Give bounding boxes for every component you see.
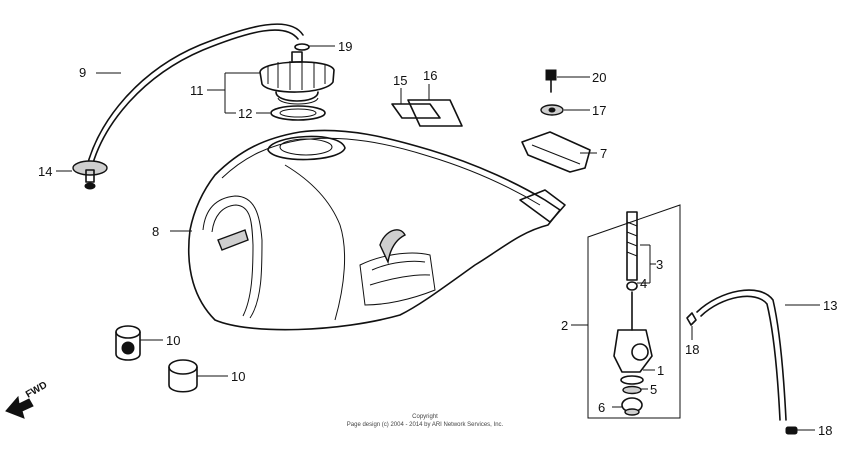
- tank-emblem-pieces: [391, 99, 463, 127]
- callout-17: 17: [592, 103, 606, 118]
- mounting-hardware: [521, 69, 591, 173]
- callout-10-upper: 10: [166, 333, 180, 348]
- tube-clip-part: [294, 43, 310, 51]
- fuel-tube-part: [696, 289, 787, 421]
- callout-9: 9: [79, 65, 86, 80]
- callout-7: 7: [600, 146, 607, 161]
- copyright-line-1: Copyright: [412, 414, 438, 420]
- fwd-label: FWD: [24, 380, 49, 401]
- copyright-line-2: Page design (c) 2004 - 2014 by ARI Netwo…: [347, 422, 504, 428]
- callout-1: 1: [657, 363, 664, 378]
- callout-19: 19: [338, 39, 352, 54]
- callout-10-lower: 10: [231, 369, 245, 384]
- tube-joint-part: [72, 160, 108, 190]
- callout-11: 11: [190, 83, 204, 98]
- forward-direction-indicator: FWD: [5, 380, 49, 419]
- callout-16: 16: [423, 68, 437, 83]
- callout-8: 8: [152, 224, 159, 239]
- fuel-valve-assembly: [587, 204, 681, 419]
- callout-12: 12: [238, 106, 252, 121]
- rubber-caps: [115, 325, 198, 393]
- fuel-tank-part: [187, 129, 566, 331]
- callout-18-upper: 18: [685, 342, 699, 357]
- callout-2: 2: [561, 318, 568, 333]
- leader-lines: [56, 45, 820, 431]
- callout-6: 6: [598, 400, 605, 415]
- callout-15: 15: [393, 73, 407, 88]
- callout-5: 5: [650, 382, 657, 397]
- tube-clips: [686, 312, 798, 435]
- callout-13: 13: [823, 298, 837, 313]
- callout-14: 14: [38, 164, 52, 179]
- cap-gasket-part: [270, 105, 326, 121]
- callout-3: 3: [656, 257, 663, 272]
- callout-4: 4: [640, 276, 647, 291]
- callout-20: 20: [592, 70, 606, 85]
- breather-tube-part: [85, 23, 304, 171]
- fuel-cap-part: [259, 51, 335, 105]
- callout-18-lower: 18: [818, 423, 832, 438]
